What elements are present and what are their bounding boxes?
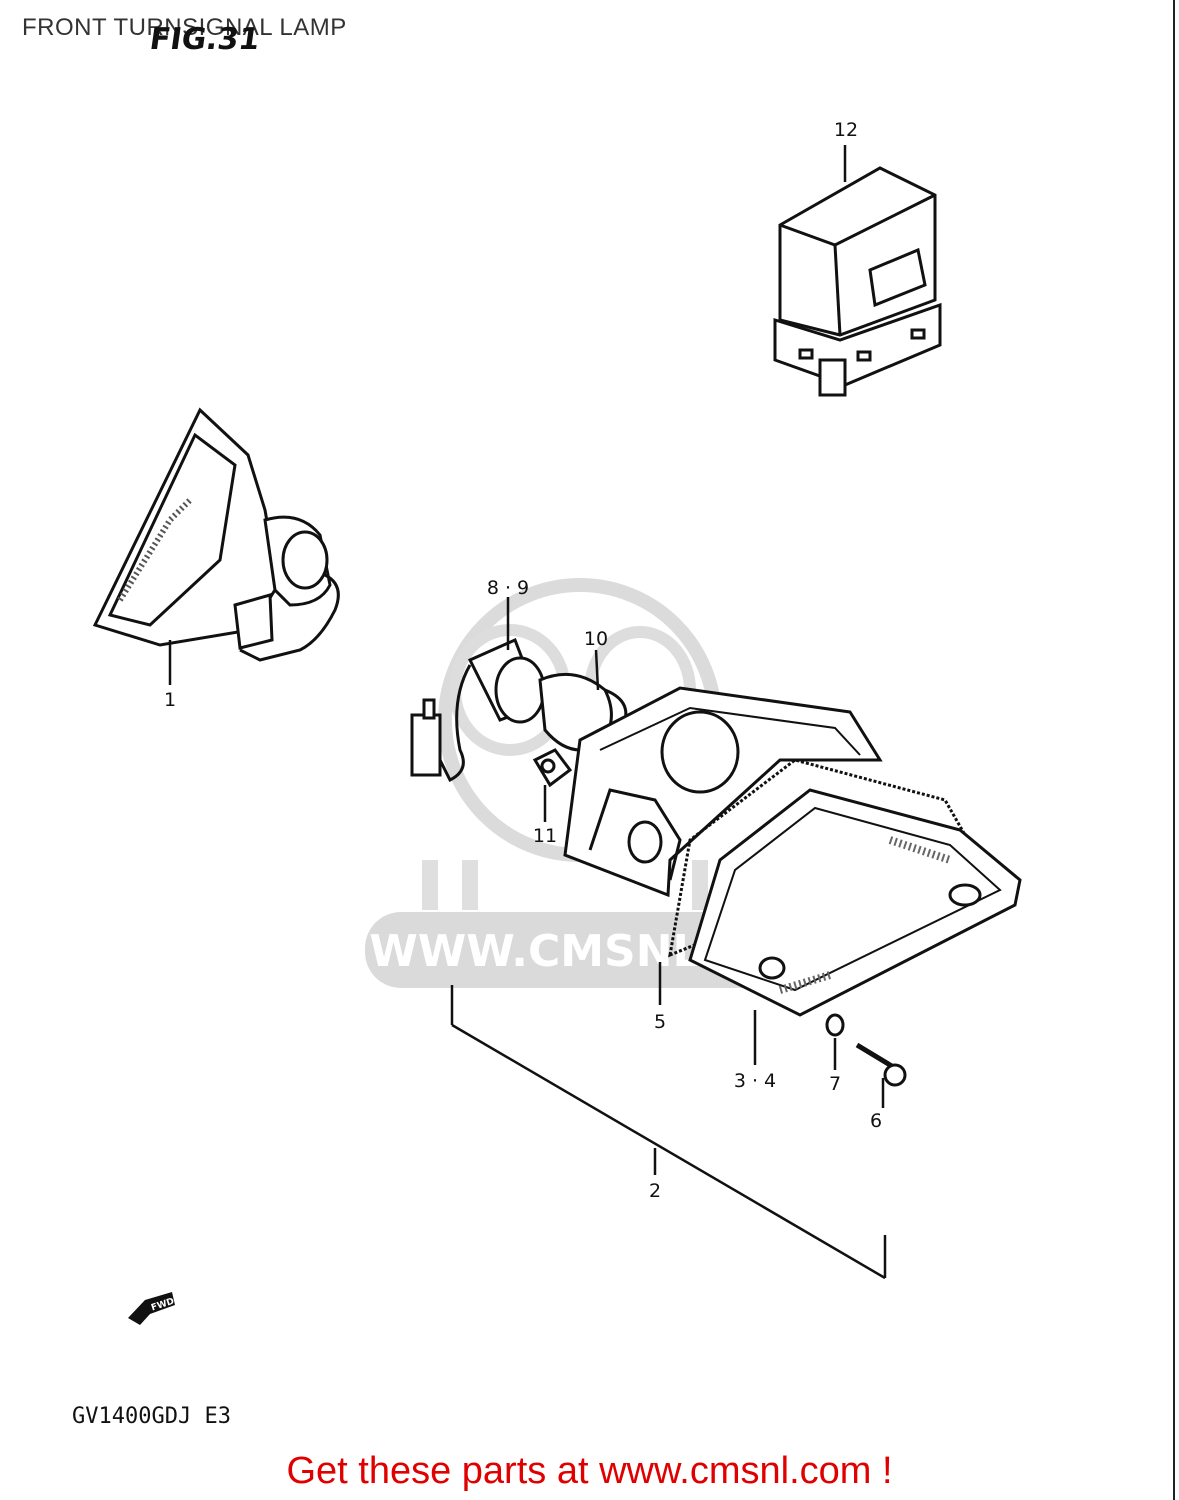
part-number-5: 5 — [654, 1011, 666, 1033]
socket-and-bulb-parts — [410, 637, 628, 788]
washer-and-screw-parts — [825, 1013, 907, 1087]
part-number-10: 10 — [584, 628, 608, 650]
part-number-12: 12 — [834, 119, 858, 141]
relay-part-12 — [773, 166, 942, 397]
part-numbers: 12 1 8 · 9 10 11 5 3 · 4 7 6 2 — [164, 119, 882, 1202]
model-code: GV1400GDJ E3 — [72, 1404, 231, 1429]
part-number-6: 6 — [870, 1110, 882, 1132]
figure-label: FIG.31 — [147, 22, 262, 57]
fwd-arrow-icon: FWD — [128, 1292, 176, 1325]
part-number-8-9: 8 · 9 — [487, 577, 529, 599]
lamp-housing-part-1 — [92, 407, 340, 662]
lens-part-3-4 — [668, 758, 1022, 1017]
part-number-3-4: 3 · 4 — [734, 1070, 776, 1092]
part-number-2: 2 — [649, 1180, 661, 1202]
part-number-1: 1 — [164, 689, 176, 711]
part-number-11: 11 — [533, 825, 557, 847]
lens-base-part-5 — [563, 686, 883, 898]
leader-lines — [168, 145, 887, 1280]
get-parts-link[interactable]: Get these parts at www.cmsnl.com ! — [286, 1450, 893, 1492]
part-number-7: 7 — [829, 1073, 841, 1095]
page-right-border — [1173, 0, 1175, 1500]
page-title: FRONT TURNSIGNAL LAMP — [22, 14, 347, 41]
